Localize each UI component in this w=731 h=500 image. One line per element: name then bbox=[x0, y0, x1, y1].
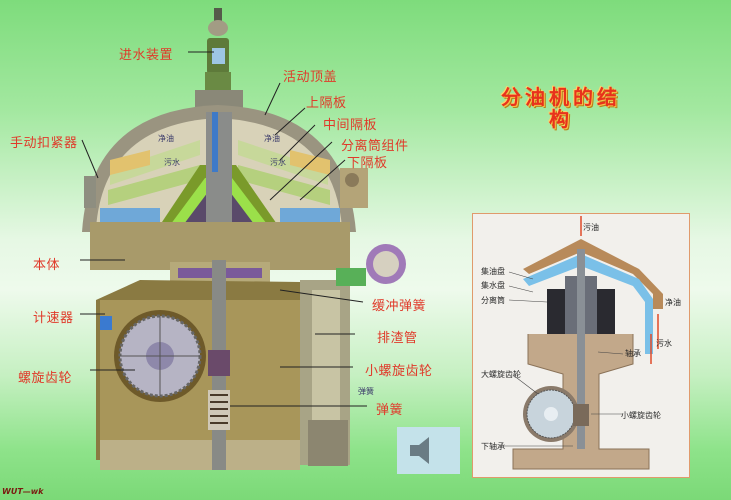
panel-label-clean-oil: 净油 bbox=[665, 298, 681, 307]
panel-label-bearing: 轴承 bbox=[625, 349, 641, 358]
label-separator-bowl-assembly: 分离筒组件 bbox=[341, 139, 409, 154]
panel-label-lower-bearing: 下轴承 bbox=[481, 442, 505, 451]
inner-label-dirty-water-left: 污水 bbox=[164, 158, 180, 167]
label-middle-plate: 中间隔板 bbox=[323, 118, 378, 133]
simplified-diagram-panel: 污油 集油盘 集水盘 分离筒 净油 污水 轴承 大螺旋齿轮 小螺旋齿轮 下轴承 bbox=[472, 213, 690, 478]
label-manual-clamp: 手动扣紧器 bbox=[10, 136, 78, 151]
title-line-2: 构 bbox=[549, 107, 573, 131]
label-sludge-pipe: 排渣管 bbox=[377, 331, 418, 346]
panel-label-dirty-oil: 污油 bbox=[583, 223, 599, 232]
label-spring-small: 弹簧 bbox=[358, 387, 374, 396]
label-body: 本体 bbox=[33, 258, 61, 273]
inner-label-clean-oil-right: 净油 bbox=[264, 134, 280, 143]
label-water-inlet: 进水装置 bbox=[119, 48, 174, 63]
label-spring: 弹簧 bbox=[376, 403, 404, 418]
panel-label-water-collector: 集水盘 bbox=[481, 281, 505, 290]
inner-label-dirty-water-right: 污水 bbox=[270, 158, 286, 167]
label-movable-top-cover: 活动顶盖 bbox=[283, 70, 338, 85]
panel-label-large-spiral-gear: 大螺旋齿轮 bbox=[481, 370, 521, 379]
audio-play-button[interactable] bbox=[397, 427, 460, 474]
panel-label-small-spiral-gear: 小螺旋齿轮 bbox=[621, 411, 661, 420]
title-line-1: 分油机的结 bbox=[501, 85, 621, 109]
speaker-icon bbox=[410, 437, 429, 464]
label-spiral-gear: 螺旋齿轮 bbox=[18, 371, 73, 386]
label-lower-plate: 下隔板 bbox=[347, 156, 388, 171]
label-small-spiral-gear: 小螺旋齿轮 bbox=[365, 364, 433, 379]
inner-label-clean-oil-left: 净油 bbox=[158, 134, 174, 143]
panel-label-separator-bowl: 分离筒 bbox=[481, 296, 505, 305]
simplified-separator-diagram bbox=[503, 216, 663, 470]
panel-label-dirty-water: 污水 bbox=[656, 339, 672, 348]
label-tachometer: 计速器 bbox=[33, 311, 74, 326]
label-upper-plate: 上隔板 bbox=[306, 96, 347, 111]
label-buffer-spring: 缓冲弹簧 bbox=[372, 299, 427, 314]
panel-label-oil-collector: 集油盘 bbox=[481, 267, 505, 276]
slide-title: 分油机的结 构 bbox=[436, 86, 686, 130]
footer-credit: WUT—wk bbox=[2, 487, 44, 496]
